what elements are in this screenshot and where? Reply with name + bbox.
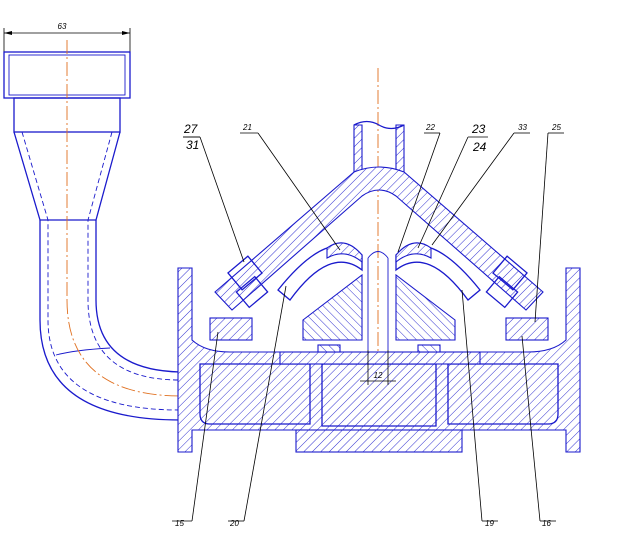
callout-33: 33 xyxy=(518,123,527,132)
conical-housing xyxy=(214,166,544,311)
dimension-12-text: 12 xyxy=(374,371,383,380)
dimension-63-text: 63 xyxy=(58,22,67,31)
callout-27: 27 xyxy=(183,122,199,136)
top-nozzle xyxy=(353,120,405,173)
callout-23: 23 xyxy=(471,122,486,136)
callout-labels: 27 31 21 22 23 24 33 25 15 20 19 16 xyxy=(175,122,561,528)
callout-15: 15 xyxy=(175,519,184,528)
base-body xyxy=(177,267,581,453)
dimension-top-width: 63 xyxy=(3,22,131,52)
callout-19: 19 xyxy=(485,519,494,528)
callout-24: 24 xyxy=(472,140,487,154)
inlet-pipe xyxy=(3,40,181,421)
inner-cone xyxy=(277,242,481,350)
callout-22: 22 xyxy=(425,123,435,132)
callout-25: 25 xyxy=(551,123,561,132)
callout-20: 20 xyxy=(229,519,239,528)
callout-31: 31 xyxy=(186,138,199,152)
callout-16: 16 xyxy=(542,519,551,528)
dimension-center-gap: 12 xyxy=(360,350,396,385)
leader-lines xyxy=(172,132,564,522)
left-bolt xyxy=(209,255,269,341)
callout-21: 21 xyxy=(242,123,252,132)
right-bolt xyxy=(485,255,549,341)
